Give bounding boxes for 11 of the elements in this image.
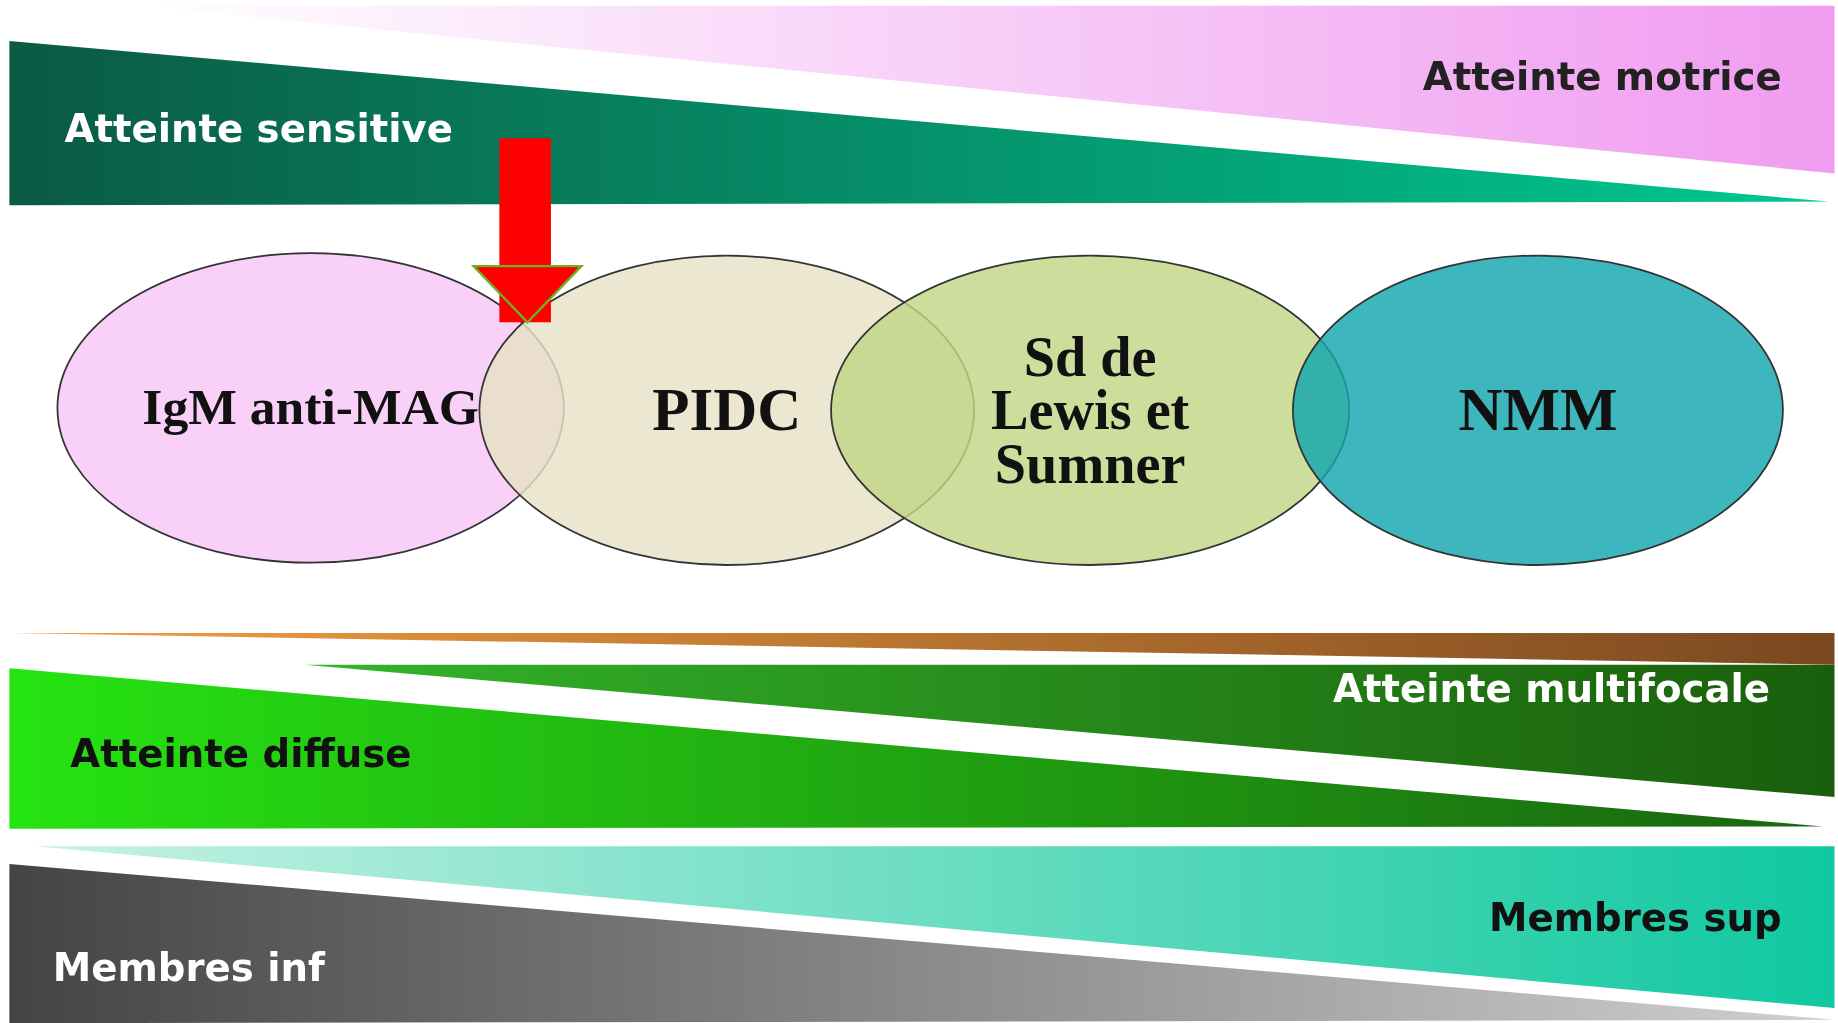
band-label: Membres inf: [52, 947, 325, 990]
ellipse-label: Sd de Lewis et Sumner: [989, 330, 1191, 491]
band-label: Membres sup: [1488, 896, 1782, 940]
band-label: Atteinte sensitive: [64, 107, 453, 151]
band-label: Atteinte multifocale: [1333, 668, 1770, 711]
arrow: [472, 138, 583, 324]
band-label: Atteinte motrice: [1422, 56, 1782, 99]
ellipse-label: PIDC: [652, 381, 802, 440]
band-label: Atteinte diffuse: [70, 732, 412, 776]
ellipse-label: NMM: [1458, 381, 1618, 440]
ellipse-label: IgM anti-MAG: [142, 383, 479, 433]
